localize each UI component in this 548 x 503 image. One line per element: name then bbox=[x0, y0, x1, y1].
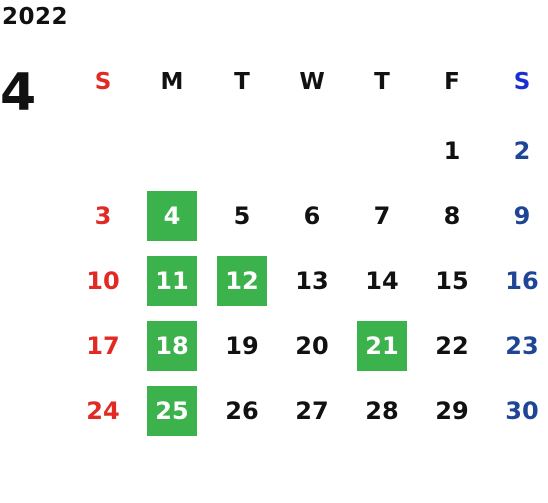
day-cell-15[interactable]: 15 bbox=[435, 267, 469, 295]
day-cell-10[interactable]: 10 bbox=[86, 267, 120, 295]
month-label: 4 bbox=[0, 63, 37, 123]
day-cell-24[interactable]: 24 bbox=[86, 397, 120, 425]
day-cell-28[interactable]: 28 bbox=[365, 397, 399, 425]
day-cell-11[interactable]: 11 bbox=[147, 256, 197, 306]
day-cell-7[interactable]: 7 bbox=[373, 202, 391, 230]
day-cell-20[interactable]: 20 bbox=[295, 332, 329, 360]
day-cell-17[interactable]: 17 bbox=[86, 332, 120, 360]
day-cell-22[interactable]: 22 bbox=[435, 332, 469, 360]
weekday-header-sat: S bbox=[513, 69, 531, 95]
day-cell-9[interactable]: 9 bbox=[513, 202, 531, 230]
day-cell-16[interactable]: 16 bbox=[505, 267, 539, 295]
weekday-header-thu: T bbox=[374, 69, 390, 95]
day-cell-12[interactable]: 12 bbox=[217, 256, 267, 306]
day-cell-23[interactable]: 23 bbox=[505, 332, 539, 360]
weekday-header-mon: M bbox=[160, 69, 184, 95]
day-cell-6[interactable]: 6 bbox=[303, 202, 321, 230]
day-cell-27[interactable]: 27 bbox=[295, 397, 329, 425]
year-label: 2022 bbox=[2, 4, 69, 30]
day-cell-13[interactable]: 13 bbox=[295, 267, 329, 295]
day-cell-25[interactable]: 25 bbox=[147, 386, 197, 436]
day-cell-21[interactable]: 21 bbox=[357, 321, 407, 371]
day-cell-29[interactable]: 29 bbox=[435, 397, 469, 425]
day-cell-2[interactable]: 2 bbox=[513, 137, 531, 165]
weekday-header-tue: T bbox=[234, 69, 250, 95]
day-cell-30[interactable]: 30 bbox=[505, 397, 539, 425]
day-cell-8[interactable]: 8 bbox=[443, 202, 461, 230]
day-cell-3[interactable]: 3 bbox=[94, 202, 112, 230]
weekday-header-sun: S bbox=[94, 69, 112, 95]
day-cell-19[interactable]: 19 bbox=[225, 332, 259, 360]
weekday-header-fri: F bbox=[444, 69, 460, 95]
day-cell-4[interactable]: 4 bbox=[147, 191, 197, 241]
day-cell-1[interactable]: 1 bbox=[443, 137, 461, 165]
day-cell-5[interactable]: 5 bbox=[233, 202, 251, 230]
day-cell-26[interactable]: 26 bbox=[225, 397, 259, 425]
day-cell-18[interactable]: 18 bbox=[147, 321, 197, 371]
weekday-header-wed: W bbox=[299, 69, 325, 95]
day-cell-14[interactable]: 14 bbox=[365, 267, 399, 295]
